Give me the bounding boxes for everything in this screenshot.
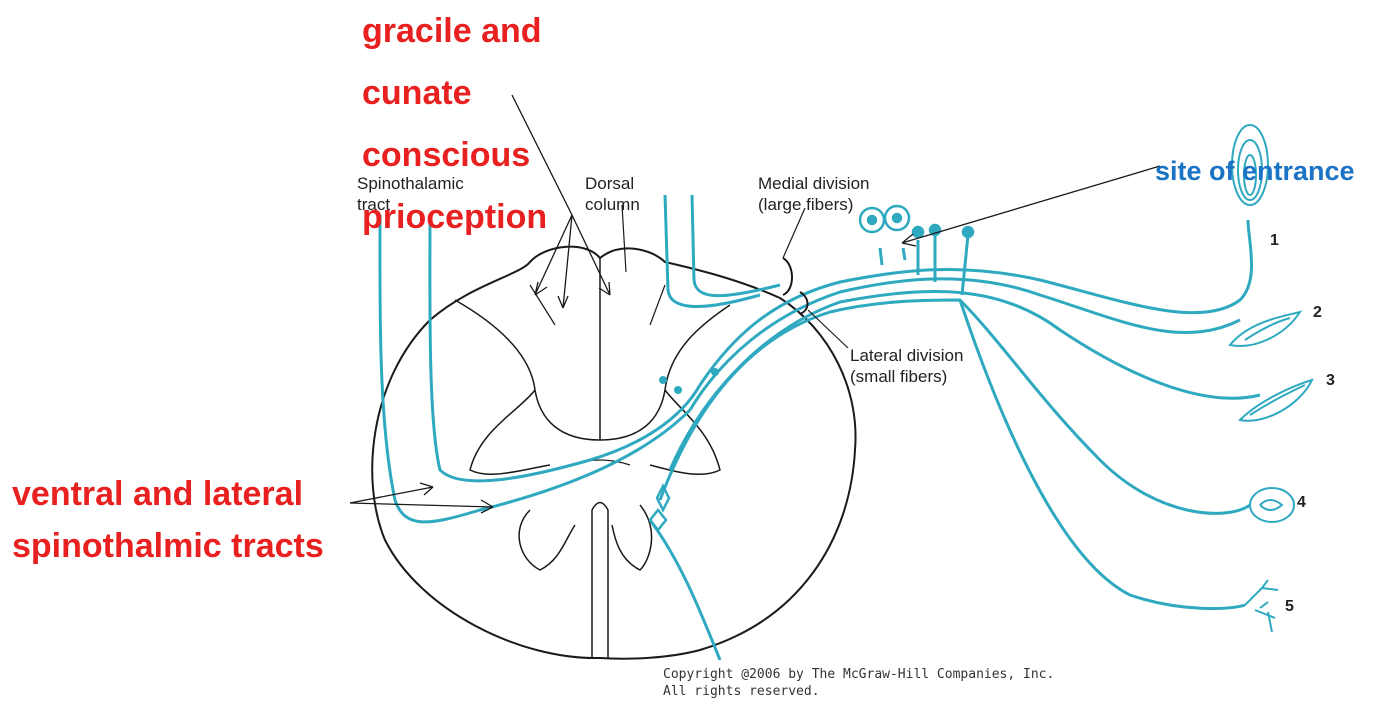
gracile-annotation-line-2: cunate: [362, 74, 547, 136]
dorsal-column-label: Dorsal column: [585, 173, 640, 215]
receptor-4: [1250, 488, 1294, 522]
medial-bundle-2: [690, 279, 1240, 410]
site-of-entrance-annotation: site of entrance: [1155, 156, 1355, 187]
ganglion-cell-3: [913, 227, 923, 237]
copyright-line-1: Copyright @2006 by The McGraw-Hill Compa…: [663, 666, 1054, 683]
medial-division-label-line-1: Medial division: [758, 173, 870, 194]
medial-bundle-1: [700, 220, 1252, 385]
ventral-median-fissure: [592, 503, 608, 659]
gracile-annotation-line-1: gracile and: [362, 12, 547, 74]
dorsal-horn-line-right: [650, 285, 665, 325]
nerve-fibers: [380, 195, 1260, 660]
ventral-lateral-annotation: ventral and lateral spinothalmic tracts: [12, 475, 324, 579]
lateral-division-leader: [808, 310, 848, 348]
ganglion-cell-2-nucleus: [893, 214, 901, 222]
dorsal-root-cell-stems: [880, 235, 968, 295]
receptor-number-2: 2: [1313, 304, 1322, 322]
copyright-notice: Copyright @2006 by The McGraw-Hill Compa…: [663, 666, 1054, 700]
receptor-number-4: 4: [1297, 494, 1306, 512]
gracile-annotation-line-4: prioception: [362, 198, 547, 260]
medial-division-label: Medial division (large fibers): [758, 173, 870, 215]
dorsal-column-fiber-1: [665, 195, 760, 306]
ventral-annotation-line-2: spinothalmic tracts: [12, 527, 324, 579]
grey-matter-right: [600, 305, 730, 570]
lateral-division-label-line-2: (small fibers): [850, 366, 963, 387]
receptor-3: [1240, 380, 1312, 421]
dorsal-column-leader: [622, 205, 626, 272]
copyright-line-2: All rights reserved.: [663, 683, 1054, 700]
lateral-division-label: Lateral division (small fibers): [850, 345, 963, 387]
receptor-5: [1245, 580, 1278, 632]
ganglion-cell-5: [963, 227, 973, 237]
ventral-annotation-line-1: ventral and lateral: [12, 475, 324, 527]
dorsal-horn-line-left: [530, 285, 555, 325]
lateral-division-label-line-1: Lateral division: [850, 345, 963, 366]
gracile-cunate-annotation: gracile and cunate conscious prioception: [362, 12, 547, 260]
medial-division-bracket: [783, 258, 792, 295]
dorsal-column-label-line-1: Dorsal: [585, 173, 640, 194]
receptor-2: [1230, 312, 1300, 346]
ganglion-cells: [860, 206, 973, 237]
grey-matter-left: [455, 300, 600, 570]
ganglion-cell-1-nucleus: [868, 216, 876, 224]
receptor-number-3: 3: [1326, 372, 1335, 390]
spinothalamic-tract-outer: [380, 215, 690, 522]
dorsal-column-label-line-2: column: [585, 194, 640, 215]
medial-division-leader: [783, 208, 805, 258]
receptor-number-1: 1: [1270, 232, 1279, 250]
ventral-horn-neuron: [650, 486, 669, 530]
gracile-annotation-line-3: conscious: [362, 136, 547, 198]
entrance-arrow: [902, 166, 1160, 246]
receptor-number-5: 5: [1285, 598, 1294, 616]
medial-division-label-line-2: (large fibers): [758, 194, 870, 215]
